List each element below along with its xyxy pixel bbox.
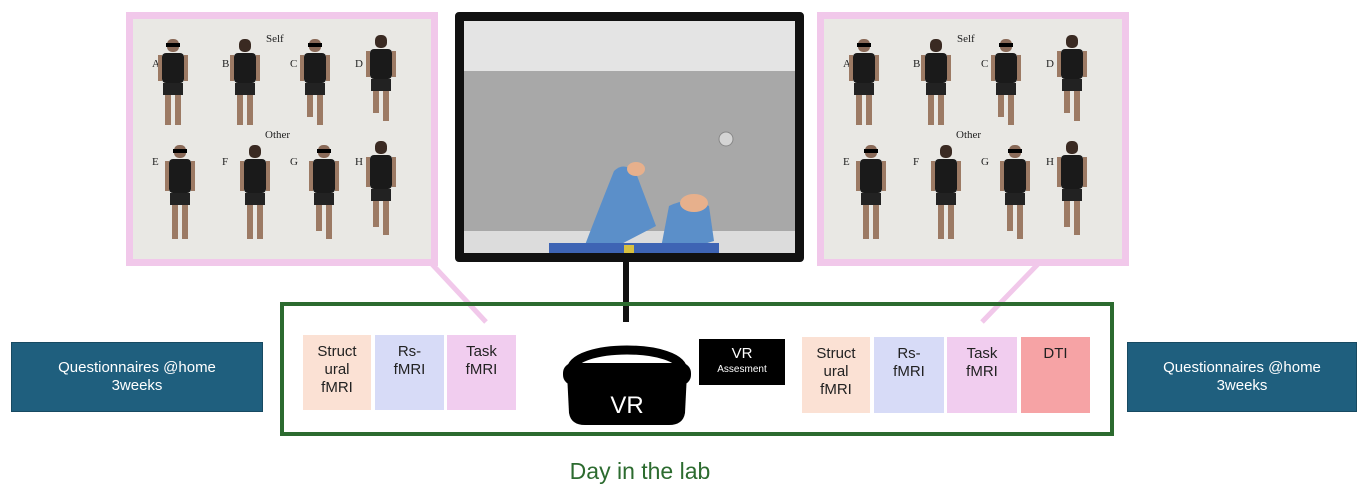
rs-fmri-block-right: Rs- fMRI xyxy=(874,337,944,413)
structural-right-label-2: ural xyxy=(823,363,849,380)
letter-f: F xyxy=(222,156,229,168)
lab-day-frame xyxy=(280,302,1114,436)
questionnaire-right-line1: Questionnaires @home xyxy=(1163,359,1321,376)
vr-scene-monitor xyxy=(455,12,804,262)
vr-assessment-box: VR Assesment xyxy=(699,339,785,385)
structural-right-label-1: Struct xyxy=(816,345,856,362)
headset-label: VR xyxy=(610,392,643,419)
letter-e-right: E xyxy=(843,156,850,168)
structural-fmri-block-right: Struct ural fMRI xyxy=(802,337,870,413)
letter-g-right: G xyxy=(981,156,989,168)
rs-label-2: fMRI xyxy=(393,361,426,378)
rs-fmri-block-left: Rs- fMRI xyxy=(375,335,444,410)
right-panel-connector xyxy=(980,260,1042,324)
rs-label-1: Rs- xyxy=(397,343,422,360)
questionnaire-left-line2: 3weeks xyxy=(111,377,163,394)
letter-b-right: B xyxy=(913,58,921,70)
rs-right-label-2: fMRI xyxy=(893,363,925,380)
structural-label-2: ural xyxy=(324,361,350,378)
task-fmri-block-left: Task fMRI xyxy=(447,335,516,410)
letter-a: A xyxy=(152,58,160,70)
questionnaire-left-box: Questionnaires @home 3weeks xyxy=(11,342,263,412)
avatar-panel-left: Self Other A B C D E F G H xyxy=(126,12,438,266)
avatar-figures-left xyxy=(158,35,396,239)
questionnaire-right-box: Questionnaires @home 3weeks xyxy=(1127,342,1357,412)
structural-right-label-3: fMRI xyxy=(820,381,852,398)
structural-label-3: fMRI xyxy=(321,379,353,396)
letter-d: D xyxy=(355,58,363,70)
self-label-right: Self xyxy=(957,33,975,45)
letter-c: C xyxy=(290,58,298,70)
avatar-panel-right: Self Other A B C D E F G H xyxy=(817,12,1129,266)
task-right-label-1: Task xyxy=(966,345,998,362)
self-label-left: Self xyxy=(266,33,284,45)
task-label-1: Task xyxy=(466,343,497,360)
letter-f-right: F xyxy=(913,156,920,168)
day-in-lab-caption: Day in the lab xyxy=(569,458,711,484)
vr-assessment-subtitle: Assesment xyxy=(717,364,767,375)
structural-fmri-block-left: Struct ural fMRI xyxy=(303,335,371,410)
dti-block-right: DTI xyxy=(1021,337,1090,413)
left-panel-connector xyxy=(428,260,488,324)
task-label-2: fMRI xyxy=(465,361,498,378)
structural-label-1: Struct xyxy=(317,343,357,360)
letter-g: G xyxy=(290,156,298,168)
letter-e: E xyxy=(152,156,159,168)
task-right-label-2: fMRI xyxy=(966,363,998,380)
task-fmri-block-right: Task fMRI xyxy=(947,337,1017,413)
rs-right-label-1: Rs- xyxy=(897,345,921,362)
other-label-left: Other xyxy=(265,129,291,141)
avatar-figures-right xyxy=(849,35,1087,239)
vr-scene-image xyxy=(464,21,795,253)
letter-b: B xyxy=(222,58,230,70)
letter-c-right: C xyxy=(981,58,989,70)
letter-h: H xyxy=(355,156,363,168)
letter-a-right: A xyxy=(843,58,851,70)
vr-headset-icon: VR xyxy=(563,345,691,425)
letter-d-right: D xyxy=(1046,58,1054,70)
questionnaire-left-line1: Questionnaires @home xyxy=(58,359,216,376)
dti-label: DTI xyxy=(1043,345,1068,362)
letter-h-right: H xyxy=(1046,156,1054,168)
questionnaire-right-line2: 3weeks xyxy=(1216,377,1268,394)
other-label-right: Other xyxy=(956,129,982,141)
vr-assessment-title: VR xyxy=(731,345,753,362)
